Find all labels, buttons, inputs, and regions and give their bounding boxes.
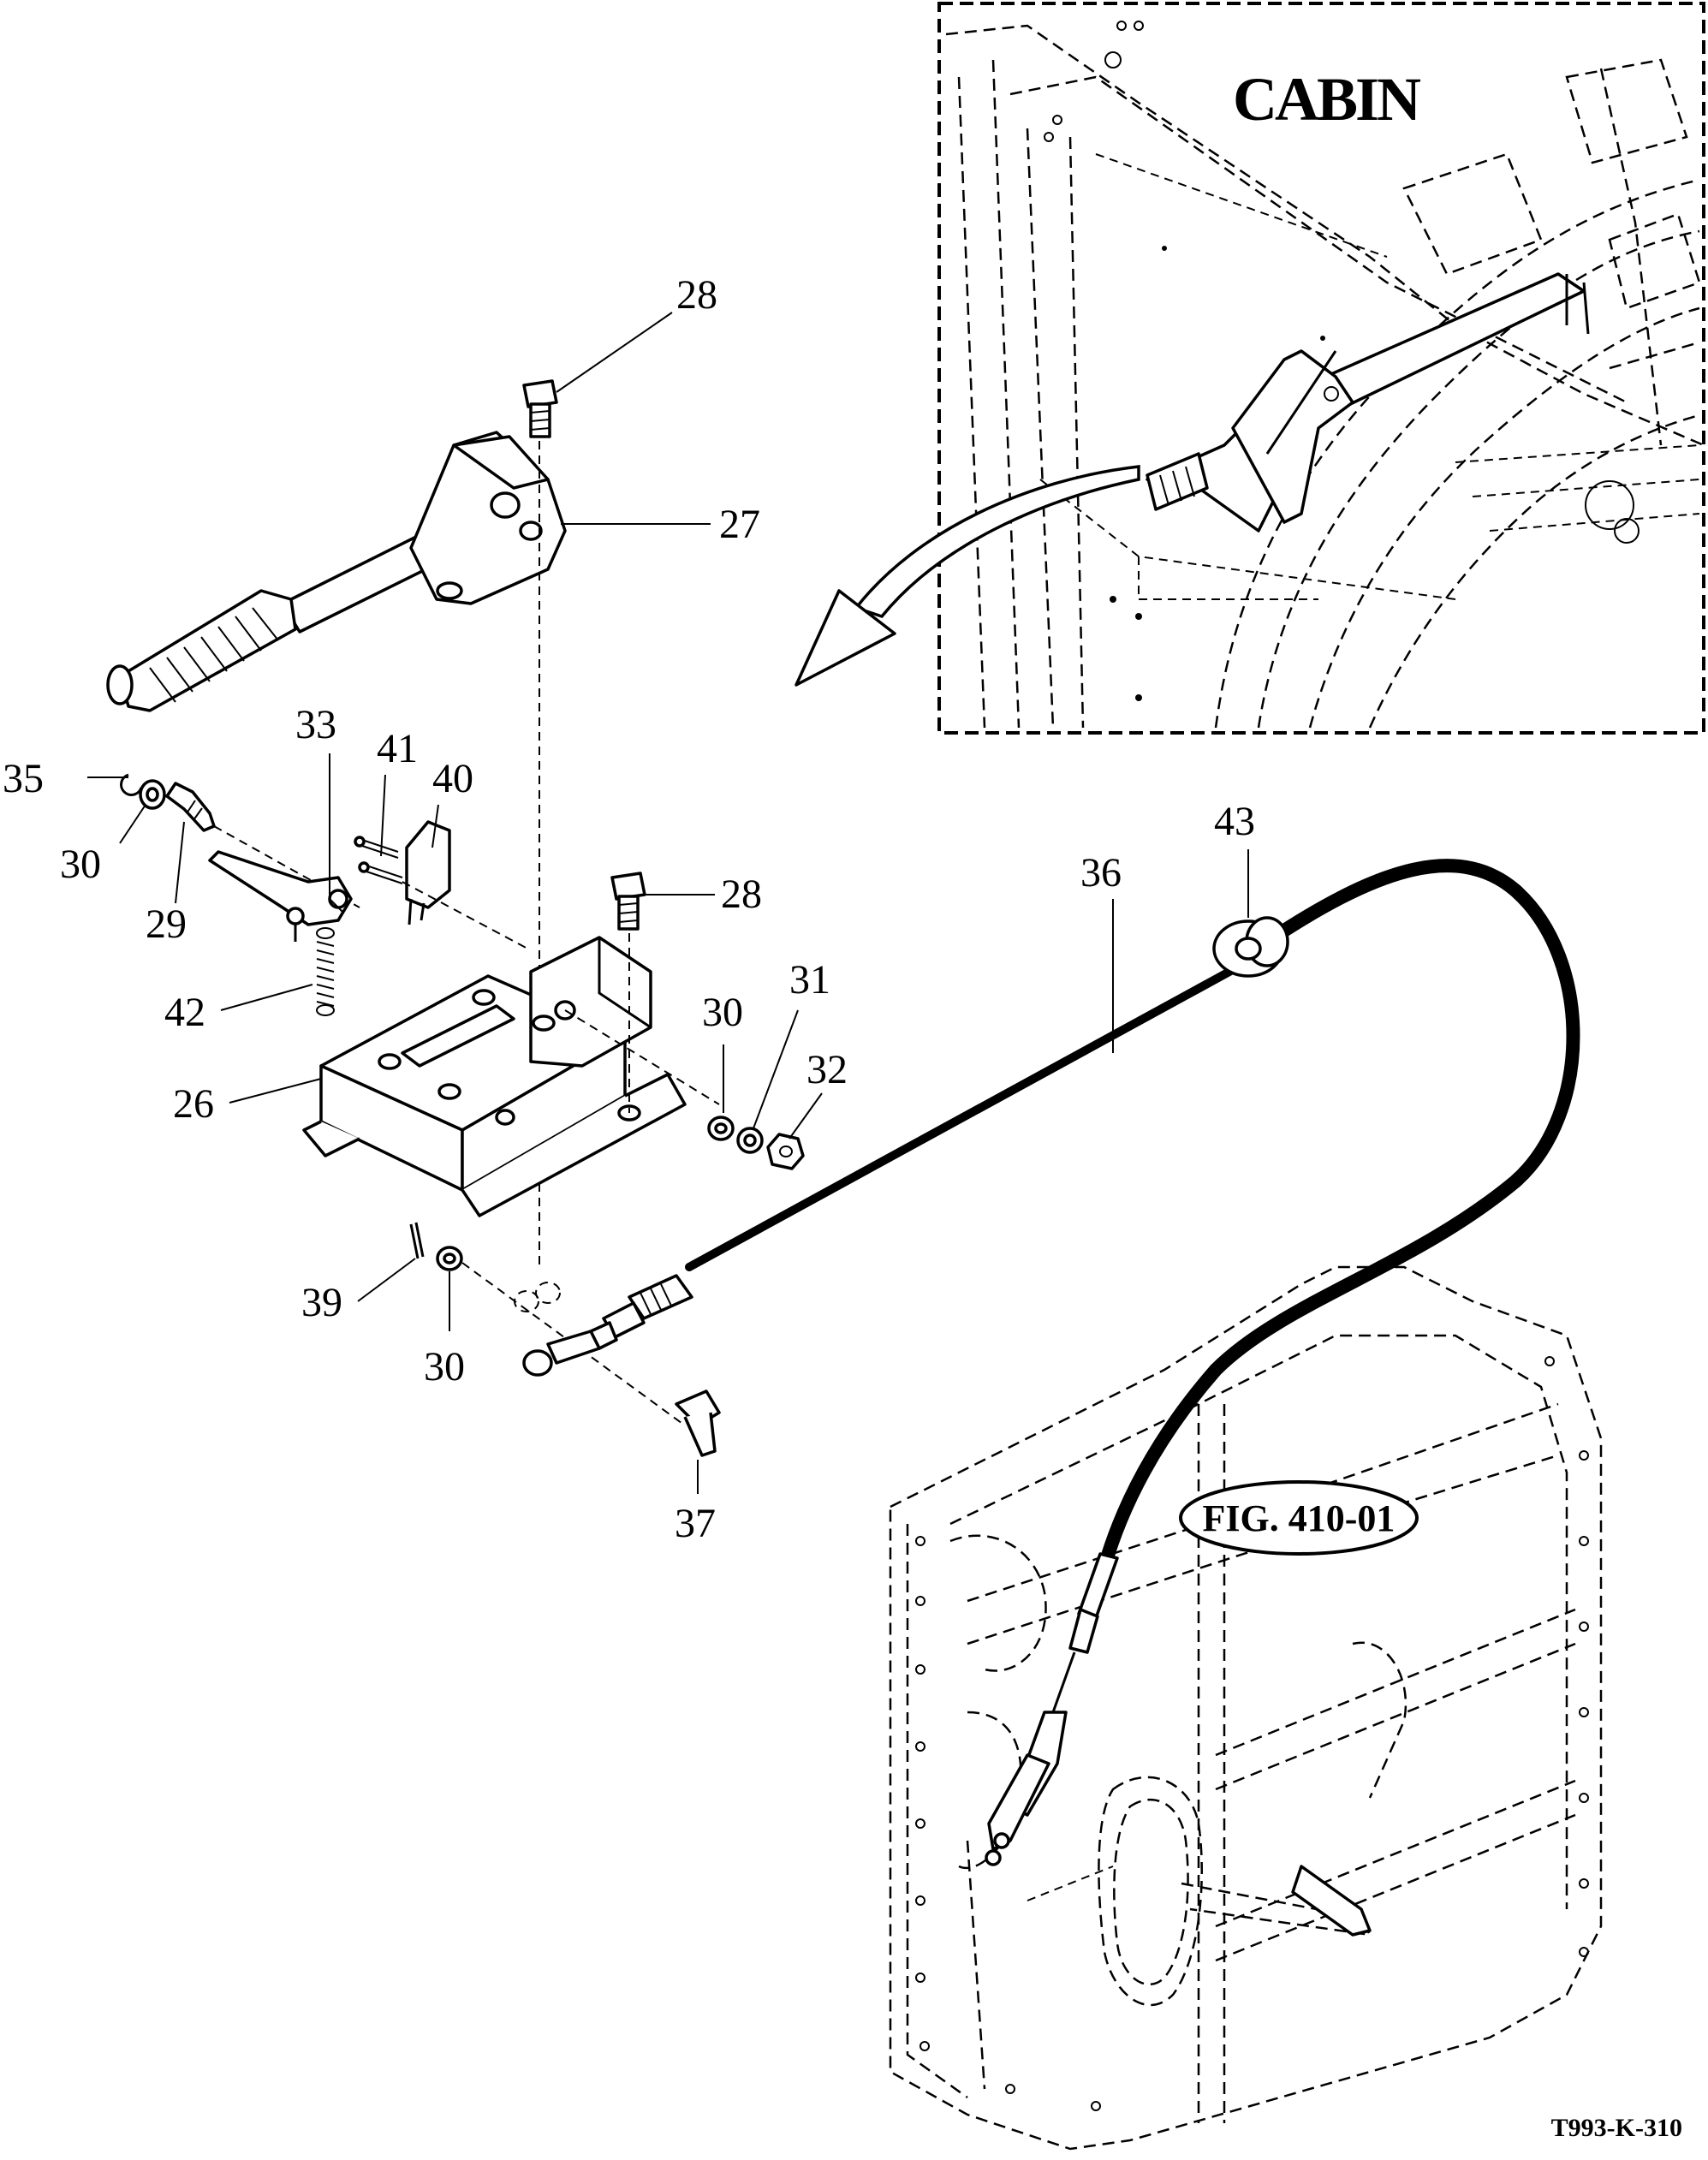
handbrake-lever-27	[106, 379, 567, 1267]
bracket-26	[302, 872, 720, 1217]
inset-title: CABIN	[1233, 65, 1421, 134]
callout-26: 26	[173, 1081, 214, 1127]
callout-33: 33	[295, 702, 336, 747]
callout-31: 31	[789, 957, 830, 1003]
transmission-housing	[889, 1265, 1603, 2151]
callout-numbers: 28 27 33 41 40 35 30 29 28 43 36 42 30 3…	[3, 272, 1255, 1546]
callout-27: 27	[719, 502, 760, 547]
drawing-code: T993-K-310	[1551, 2114, 1682, 2142]
callout-41: 41	[377, 726, 418, 771]
grommet-43	[1212, 916, 1289, 978]
callout-36: 36	[1080, 850, 1122, 896]
callout-40: 40	[432, 756, 473, 801]
pawl-and-switch-parts	[120, 773, 532, 1016]
callout-28-side: 28	[721, 872, 762, 917]
cabin-handbrake-lever	[1146, 272, 1590, 533]
callout-35: 35	[3, 756, 44, 801]
spring-42	[316, 927, 335, 1016]
cabin-inset: CABIN	[937, 2, 1705, 735]
figure-reference: FIG. 410-01	[1179, 1480, 1419, 1556]
bolt-28-top	[522, 379, 558, 438]
callout-42: 42	[164, 990, 205, 1035]
callout-32: 32	[806, 1047, 848, 1092]
callout-29: 29	[146, 901, 187, 947]
fasteners-30-31-32	[707, 1116, 805, 1170]
callout-30-lower: 30	[424, 1344, 465, 1389]
callout-arrow	[794, 465, 1140, 687]
brake-cable-36	[522, 859, 1580, 1574]
callout-30-middle: 30	[702, 990, 743, 1035]
cabin-frame-drawing	[945, 21, 1705, 729]
leader-lines	[87, 312, 1249, 1494]
callout-37: 37	[675, 1501, 716, 1546]
figure-reference-label: FIG. 410-01	[1203, 1497, 1396, 1539]
callout-28-top: 28	[676, 272, 717, 318]
callout-30-upper: 30	[60, 842, 101, 887]
callout-39: 39	[301, 1280, 342, 1325]
callout-43: 43	[1214, 799, 1255, 844]
bolt-28-side	[610, 872, 646, 931]
